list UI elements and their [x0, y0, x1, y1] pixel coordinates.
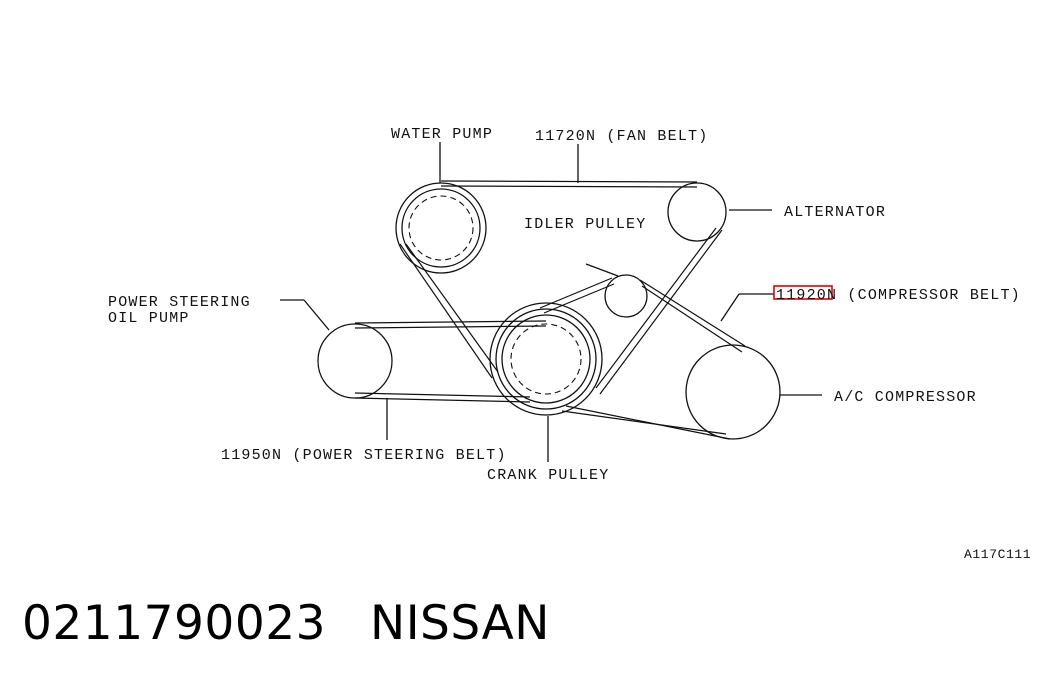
alternator-pulley [667, 182, 727, 242]
caption: 0211790023 NISSAN [22, 596, 550, 651]
brand-name: NISSAN [370, 596, 550, 651]
power-steering-label-line2: OIL PUMP [108, 310, 190, 327]
power-steering-belt [354, 320, 547, 403]
compressor-belt-code: 11920N [776, 287, 837, 304]
idler-pulley-label: IDLER PULLEY [524, 216, 646, 233]
power-steering-label-line1: POWER STEERING [108, 294, 251, 311]
crank-pulley-label: CRANK PULLEY [487, 467, 609, 484]
fan-belt [399, 180, 723, 395]
power-steering-pump-pulley [317, 323, 393, 399]
figure-id-label: A117C111 [964, 547, 1031, 562]
compressor-belt-label: 11920N (COMPRESSOR BELT) [776, 287, 1021, 304]
leader-lines [280, 142, 822, 462]
compressor-belt-desc: (COMPRESSOR BELT) [837, 287, 1021, 304]
water-pump-pulley [395, 182, 487, 274]
crank-pulley [489, 302, 603, 416]
ac-compressor-label: A/C COMPRESSOR [834, 389, 977, 406]
idler-pulley [604, 274, 648, 318]
compressor-belt [539, 277, 746, 440]
ac-compressor-pulley [685, 344, 781, 440]
part-number: 0211790023 [22, 596, 327, 651]
fan-belt-label: 11720N (FAN BELT) [535, 128, 708, 145]
highlight-box [773, 285, 833, 300]
power-steering-belt-label: 11950N (POWER STEERING BELT) [221, 447, 507, 464]
alternator-label: ALTERNATOR [784, 204, 886, 221]
water-pump-label: WATER PUMP [391, 126, 493, 143]
